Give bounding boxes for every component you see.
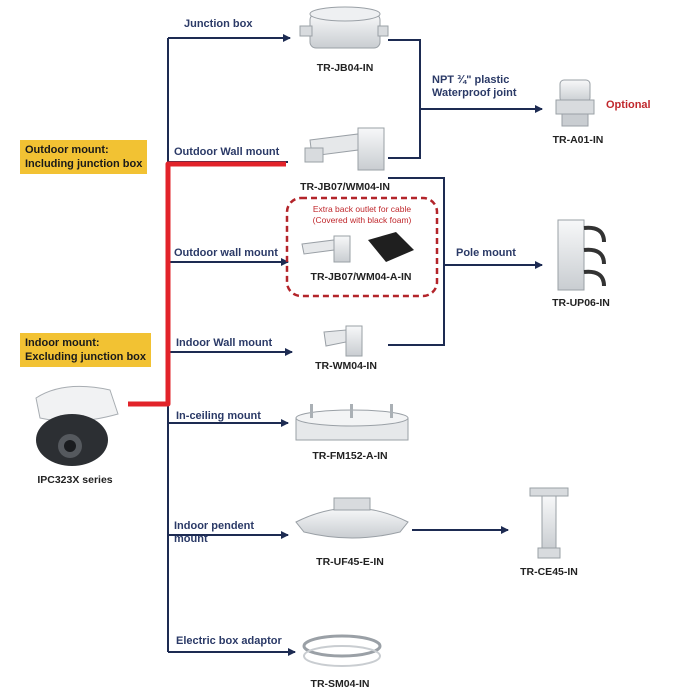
outdoor-wall-mount-label: Outdoor Wall mount <box>174 146 280 158</box>
part-tr-sm04: TR-SM04-IN <box>310 678 370 690</box>
junction-box-label: Junction box <box>184 18 253 30</box>
part-tr-jb07-wm04: TR-JB07/WM04-IN <box>300 181 390 193</box>
outlet-highlight-box <box>285 196 439 298</box>
junction-box-icon <box>299 6 389 49</box>
outdoor-mount-tag: Outdoor mount:Including junction box <box>20 140 148 174</box>
part-tr-jb04: TR-JB04-IN <box>316 62 374 74</box>
pole-mount-icon <box>557 219 606 291</box>
part-tr-wm04: TR-WM04-IN <box>315 360 377 372</box>
indoor-mount-tag: Indoor mount:Excluding junction box <box>20 333 151 367</box>
highlight-line <box>128 161 286 407</box>
indoor-wall-mount-icon <box>323 325 363 357</box>
camera-label: IPC323X series <box>37 474 113 486</box>
part-tr-jb07-wm04-a: TR-JB07/WM04-A-IN <box>310 271 412 283</box>
part-tr-up06: TR-UP06-IN <box>552 297 610 309</box>
pendent-cap-icon <box>295 497 409 539</box>
pole-mount-label: Pole mount <box>456 247 516 259</box>
pendent-pipe-icon <box>529 487 569 559</box>
outdoor-wall-mount-2-label: Outdoor wall mount <box>174 247 278 259</box>
part-tr-uf45: TR-UF45-E-IN <box>316 556 384 568</box>
wall-mount-icon <box>304 127 385 171</box>
optional-label: Optional <box>606 99 651 111</box>
wall-mount-small-icon <box>301 235 351 263</box>
indoor-wall-mount-label: Indoor Wall mount <box>176 337 273 349</box>
black-foam-icon <box>368 232 414 262</box>
in-ceiling-mount-label: In-ceiling mount <box>176 410 261 422</box>
outlet-note: Extra back outlet for cable(Covered with… <box>312 204 412 225</box>
part-tr-ce45: TR-CE45-IN <box>520 566 578 578</box>
cable-gland-icon <box>555 79 595 127</box>
part-tr-fm152: TR-FM152-A-IN <box>312 450 388 462</box>
electric-box-adaptor-label: Electric box adaptor <box>176 635 282 647</box>
in-ceiling-mount-icon <box>295 404 409 441</box>
adaptor-ring-icon <box>302 634 382 667</box>
part-tr-a01: TR-A01-IN <box>552 134 604 146</box>
dome-camera-icon <box>35 385 119 466</box>
